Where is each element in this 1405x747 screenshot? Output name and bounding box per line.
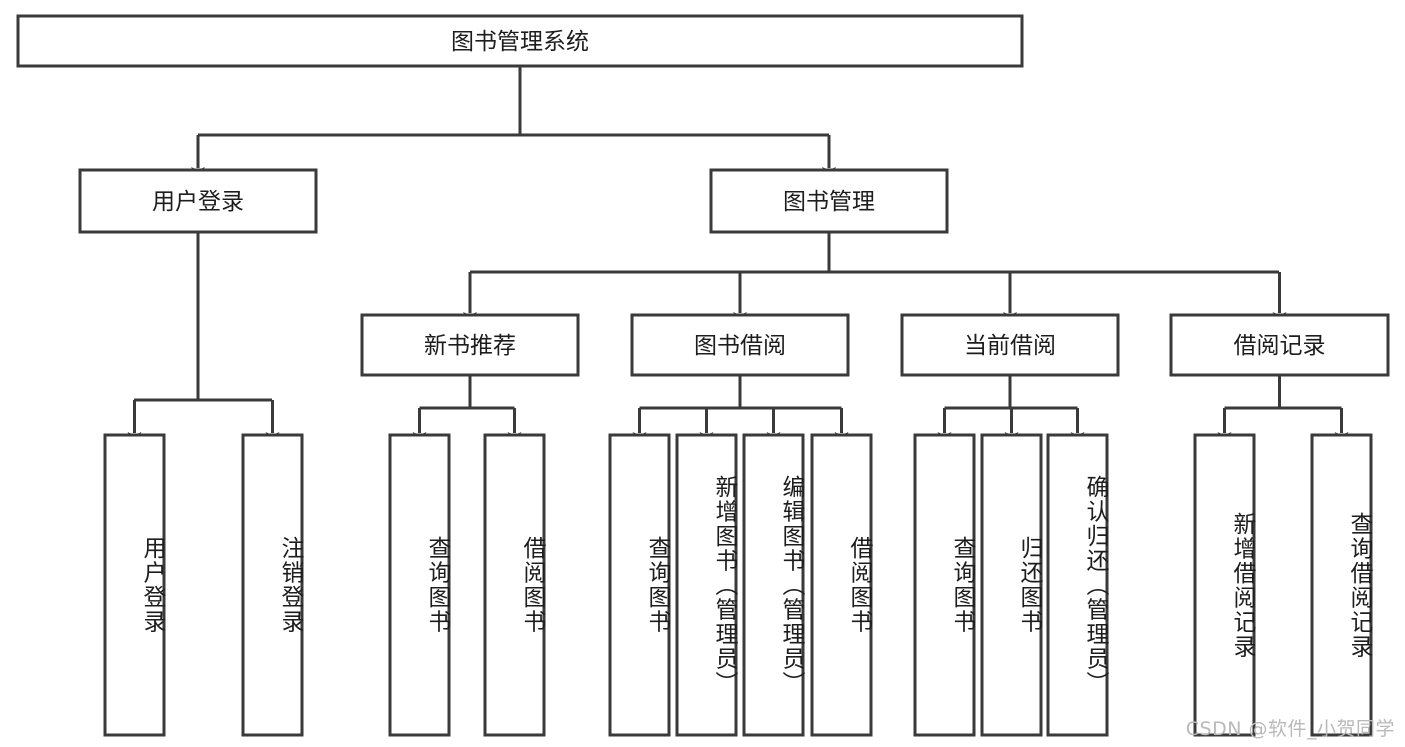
node-label-root: 图书管理系统 — [451, 29, 589, 55]
node-leaf-query-book-cur[interactable] — [913, 433, 976, 737]
node-current-borrow[interactable] — [900, 313, 1120, 377]
node-leaf-query-book-rec[interactable] — [388, 433, 451, 737]
node-leaf-user-login[interactable] — [103, 433, 166, 737]
node-leaf-query-record[interactable] — [1310, 433, 1373, 737]
node-label-user-login: 用户登录 — [152, 189, 244, 215]
node-label-borrow-record: 借阅记录 — [1234, 333, 1326, 359]
node-book-manage[interactable] — [709, 168, 949, 234]
node-leaf-user-logout[interactable] — [241, 433, 304, 737]
boxes-layer — [16, 14, 1390, 737]
node-leaf-add-book[interactable] — [675, 433, 738, 737]
node-user-login[interactable] — [78, 168, 318, 234]
node-label-new-book-rec: 新书推荐 — [424, 333, 516, 359]
node-label-current-borrow: 当前借阅 — [964, 333, 1056, 359]
node-label-book-borrow: 图书借阅 — [694, 333, 786, 359]
node-leaf-confirm-return[interactable] — [1046, 433, 1109, 737]
node-book-borrow[interactable] — [630, 313, 850, 377]
watermark-text: CSDN @软件_小贺同学 — [1185, 718, 1395, 740]
edges-layer — [127, 66, 1349, 444]
node-leaf-add-record[interactable] — [1193, 433, 1256, 737]
node-label-book-manage: 图书管理 — [783, 189, 875, 215]
node-leaf-return-book[interactable] — [980, 433, 1043, 737]
node-leaf-query-book[interactable] — [608, 433, 671, 737]
node-leaf-edit-book[interactable] — [742, 433, 805, 737]
node-borrow-record[interactable] — [1169, 313, 1390, 377]
node-root[interactable] — [16, 14, 1024, 68]
node-leaf-borrow-book-rec[interactable] — [483, 433, 546, 737]
node-new-book-rec[interactable] — [360, 313, 580, 377]
node-leaf-borrow-book[interactable] — [810, 433, 873, 737]
